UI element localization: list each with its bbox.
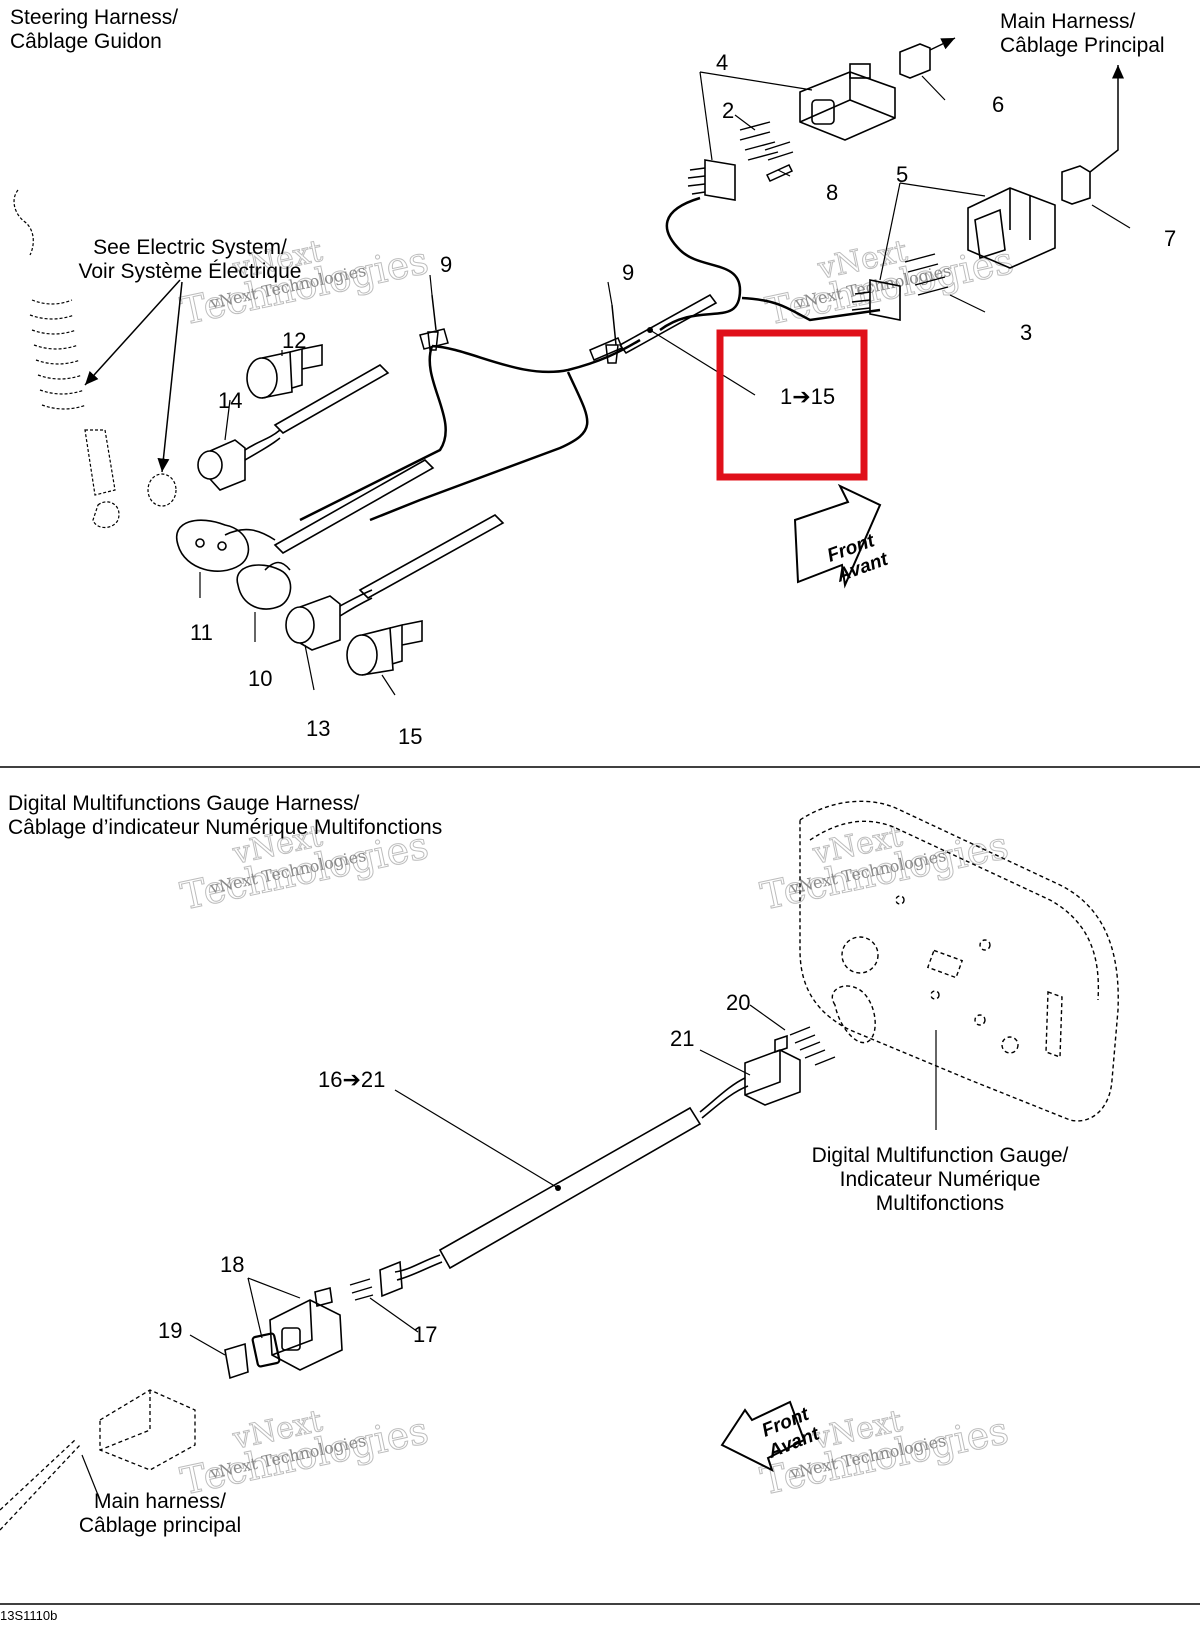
title-line: Câblage Guidon <box>10 30 162 53</box>
connector-18 <box>269 1286 343 1371</box>
highlight-box <box>716 329 868 481</box>
label-line: Câblage principal <box>78 1514 242 1537</box>
terminal-pins-20 <box>789 1026 836 1066</box>
label-line: Voir Système Électrique <box>78 260 302 283</box>
wedge-lock-7 <box>1061 165 1091 205</box>
callout-14: 14 <box>218 388 242 413</box>
connector-housing-5 <box>851 279 901 321</box>
sleeve-dot <box>555 1185 561 1191</box>
callout-13: 13 <box>306 716 330 741</box>
top-callouts: 1➔15 2 3 4 5 6 7 8 9 9 10 11 12 13 14 15 <box>190 50 1176 749</box>
rubber-cap-11 <box>175 519 276 572</box>
callout-21: 21 <box>670 1026 694 1051</box>
main-harness-connector <box>0 1389 196 1531</box>
callout-1-15: 1➔15 <box>780 384 835 409</box>
terminal-pins-2 <box>739 121 794 161</box>
gauge-harness-section <box>0 800 1119 1531</box>
watermark: vNext Technologies vNext Technologies <box>756 818 1012 919</box>
leader-lines <box>199 71 1131 696</box>
cable-tie <box>419 294 623 364</box>
connector-housing-4 <box>687 159 736 201</box>
callout-7: 7 <box>1164 226 1176 251</box>
multifunction-gauge <box>799 800 1119 1122</box>
seal-plug-8 <box>765 164 794 182</box>
callout-11: 11 <box>190 620 213 645</box>
callout-4: 4 <box>716 50 728 75</box>
coiled-lanyard <box>13 189 120 529</box>
callout-18: 18 <box>220 1252 244 1277</box>
callout-8: 8 <box>826 180 838 205</box>
callout-16-21: 16➔21 <box>318 1067 385 1092</box>
main-harness-bottom-label: Main harness/ Câblage principal <box>50 1490 270 1538</box>
title-line: Câblage d’indicateur Numérique Multifonc… <box>8 816 443 839</box>
cap-12 <box>246 344 323 399</box>
label-line: Main Harness/ <box>1000 10 1136 33</box>
watermark-group: vNext Technologies vNext Technologies vN… <box>176 233 1017 1504</box>
connector-21 <box>744 1034 801 1106</box>
steering-harness-section <box>13 37 1131 696</box>
leader-lines-bottom <box>81 1004 937 1501</box>
callout-19: 19 <box>158 1318 182 1343</box>
callout-10: 10 <box>248 666 272 691</box>
front-arrow-label: Front Avant <box>825 530 892 587</box>
front-direction-arrow <box>793 483 882 589</box>
title-line: Steering Harness/ <box>10 6 179 29</box>
sleeve-dot <box>647 327 653 333</box>
seal-18 <box>251 1332 281 1368</box>
main-harness-label: Main Harness/ Câblage Principal <box>1000 10 1165 58</box>
callout-15: 15 <box>398 724 422 749</box>
lanyard-ring <box>147 473 177 507</box>
label-line: Indicateur Numérique <box>839 1168 1041 1191</box>
gauge-harness-title: Digital Multifunctions Gauge Harness/ Câ… <box>8 792 442 840</box>
see-electric-system-label: See Electric System/ Voir Système Électr… <box>60 236 320 284</box>
callout-6: 6 <box>992 92 1004 117</box>
label-line: Main harness/ <box>94 1490 226 1513</box>
rubber-cap-10 <box>236 561 292 610</box>
label-line: See Electric System/ <box>93 236 287 259</box>
title-line: Digital Multifunctions Gauge Harness/ <box>8 792 360 815</box>
callout-3: 3 <box>1020 320 1032 345</box>
switch-13 <box>285 589 373 651</box>
steering-harness-title: Steering Harness/ Câblage Guidon <box>10 6 178 54</box>
cap-15 <box>346 620 423 676</box>
connector-5 <box>967 187 1056 269</box>
label-line: Câblage Principal <box>1000 34 1165 57</box>
callout-5: 5 <box>896 162 908 187</box>
label-line: Digital Multifunction Gauge/ <box>811 1144 1069 1167</box>
callout-12: 12 <box>282 328 306 353</box>
wedge-lock-19 <box>224 1342 249 1380</box>
watermark: vNext Technologies vNext Technologies <box>761 233 1017 334</box>
figure-code: 13S1110b <box>0 1608 58 1623</box>
callout-2: 2 <box>722 98 734 123</box>
switch-14 <box>197 429 281 491</box>
harness-sleeve <box>273 293 718 599</box>
connector-housing-17 <box>379 1260 403 1298</box>
watermark: vNext Technologies vNext Technologies <box>176 1403 432 1504</box>
terminal-pins-3 <box>904 253 949 296</box>
callout-17: 17 <box>413 1322 437 1347</box>
gauge-harness-sleeve <box>438 1106 702 1270</box>
label-line: Multifonctions <box>875 1192 1005 1215</box>
bottom-callouts: 16➔21 17 18 19 20 21 <box>158 990 750 1347</box>
wedge-lock-6 <box>899 43 931 79</box>
connector-4 <box>799 63 896 141</box>
callout-9b: 9 <box>622 260 634 285</box>
callout-9a: 9 <box>440 252 452 277</box>
callout-20: 20 <box>726 990 750 1015</box>
front-direction-arrow-bottom <box>720 1400 806 1472</box>
gauge-label: Digital Multifunction Gauge/ Indicateur … <box>760 1144 1120 1216</box>
terminal-pins-17 <box>349 1278 374 1301</box>
